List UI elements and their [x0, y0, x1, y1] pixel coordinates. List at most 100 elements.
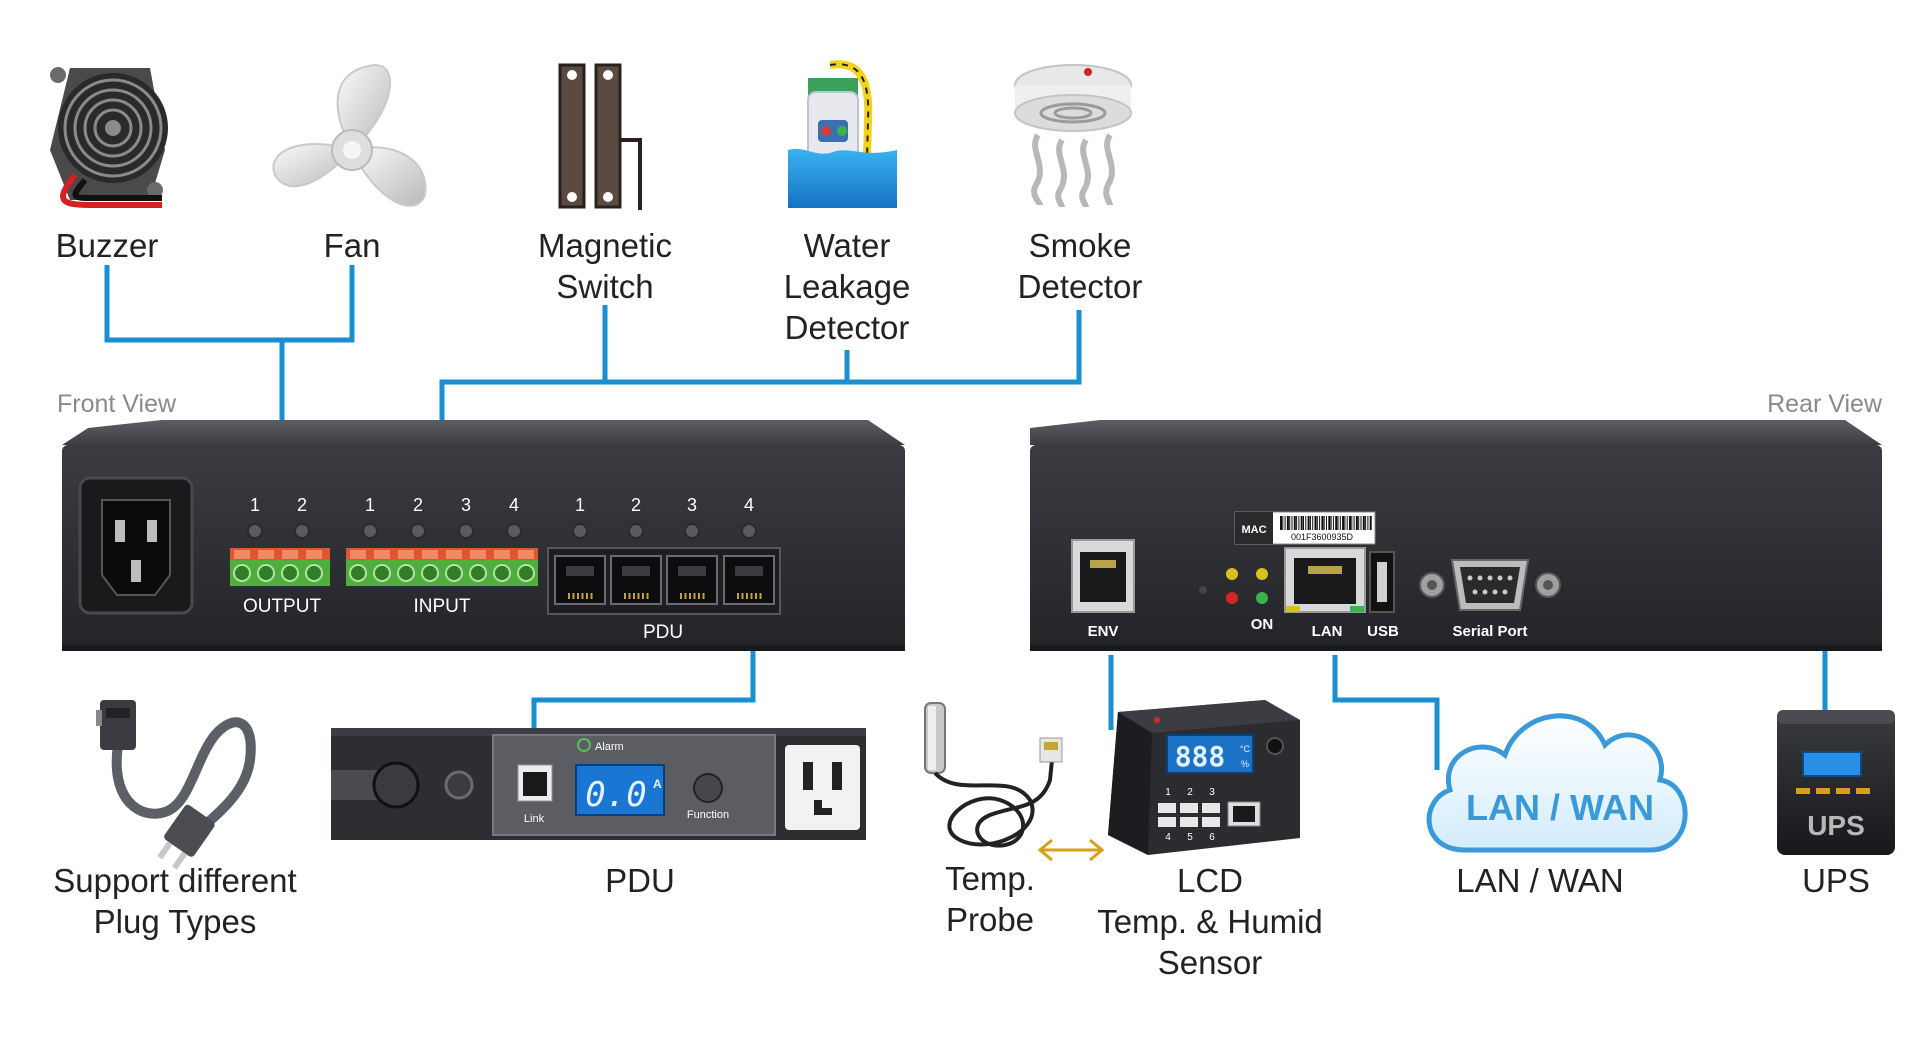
barcode-bar [1337, 516, 1339, 530]
input-number-led-2 [410, 523, 426, 539]
barcode-bar [1349, 516, 1351, 530]
barcode-bar [1314, 516, 1317, 530]
pdu-number-3: 3 [687, 495, 697, 515]
input-number-led-4 [506, 523, 522, 539]
barcode-bar [1346, 516, 1348, 530]
line-lan [1332, 655, 1440, 770]
pdu-function-label: Function [687, 809, 729, 821]
output-number-2: 2 [297, 495, 307, 515]
pdu-rj-pin [586, 593, 588, 599]
lcd-key-number-5: 5 [1187, 832, 1193, 843]
barcode-bar [1300, 516, 1303, 530]
pdu-rj-pin [581, 593, 584, 599]
water-leakage-icon [788, 60, 897, 208]
front-view-label: Front View [57, 390, 177, 418]
barcode-bar [1289, 516, 1291, 530]
terminal-screw [517, 564, 535, 582]
pdu-rj-pin [759, 593, 762, 599]
output-terminal-block [230, 548, 330, 586]
pdu-number-2: 2 [631, 495, 641, 515]
temp-probe-icon [924, 702, 1063, 848]
barcode-bar [1332, 516, 1334, 530]
serial-port [1419, 559, 1561, 611]
lan-label: LAN [1312, 623, 1343, 640]
serial-pin [1487, 575, 1493, 581]
bidirectional-arrow-icon [1037, 838, 1105, 862]
terminal-screw [469, 564, 487, 582]
pdu-rj-pin [689, 593, 691, 599]
pdu-display-unit: A [653, 777, 662, 791]
lcd-sensor-label: LCD Temp. & Humid Sensor [1097, 862, 1323, 981]
barcode-bar [1323, 516, 1325, 530]
pdu-display [575, 764, 665, 816]
serial-pin [1467, 575, 1473, 581]
pdu-rj-pin [624, 593, 626, 599]
input-label: INPUT [414, 596, 471, 617]
ups-icon: UPS [1777, 710, 1895, 855]
input-number-led-1 [362, 523, 378, 539]
terminal-tab [398, 550, 414, 559]
lcd-key-number-3: 3 [1209, 787, 1215, 798]
terminal-tab [422, 550, 438, 559]
terminal-screw [305, 564, 323, 582]
usb-label: USB [1367, 623, 1399, 640]
pdu-rj-clip [678, 566, 706, 576]
pdu-rj-pin [698, 593, 700, 599]
pdu-rj-pin [590, 593, 593, 599]
pdu-rj-pin [746, 593, 748, 599]
lcd-unit-humid: % [1241, 759, 1249, 769]
pdu-number-1: 1 [575, 495, 585, 515]
pdu-rj-port-4 [723, 555, 775, 605]
pdu-number-led-3 [684, 523, 700, 539]
input-number-3: 3 [461, 495, 471, 515]
ups-text: UPS [1807, 810, 1865, 841]
lcd-key [1180, 817, 1198, 827]
serial-pin [1472, 589, 1478, 595]
lcd-key [1180, 803, 1198, 813]
pdu-rj-pin [577, 593, 579, 599]
pdu-rj-pin [741, 593, 744, 599]
barcode-bar [1309, 516, 1311, 530]
fan-icon [272, 63, 427, 207]
pdu-rj-pin [693, 593, 696, 599]
pdu-function-button [693, 773, 723, 803]
barcode-bar [1307, 516, 1310, 530]
mac-sticker: MAC 001F3600935D [1234, 511, 1376, 545]
barcode-bar [1351, 516, 1353, 530]
buzzer-label: Buzzer [55, 227, 159, 264]
serial-port-label: Serial Port [1452, 623, 1527, 640]
pdu-rj-pin [737, 593, 739, 599]
pdu-number-led-4 [741, 523, 757, 539]
env-label: ENV [1088, 623, 1119, 640]
mac-value: 001F3600935D [1291, 532, 1354, 542]
pdu-rj-pin [702, 593, 705, 599]
pdu-label: PDU [605, 862, 675, 899]
cloud-text: LAN / WAN [1466, 787, 1654, 828]
barcode-bar [1342, 516, 1345, 530]
pdu-rj-pin [755, 593, 757, 599]
barcode-bar [1335, 516, 1338, 530]
plug-cable-icon [96, 700, 256, 870]
terminal-screw [373, 564, 391, 582]
pdu-rj-pin [628, 593, 631, 599]
lan-wan-label: LAN / WAN [1456, 862, 1624, 899]
terminal-screw [421, 564, 439, 582]
terminal-screw [281, 564, 299, 582]
plug-types-label: Support different Plug Types [53, 862, 297, 940]
barcode-bar [1339, 516, 1341, 530]
pdu-port-label: PDU [643, 622, 683, 643]
barcode-bar [1316, 516, 1318, 530]
terminal-tab [234, 550, 250, 559]
pdu-rj-pin [637, 593, 640, 599]
terminal-screw [397, 564, 415, 582]
serial-pin [1492, 589, 1498, 595]
lcd-key [1158, 817, 1176, 827]
barcode-bar [1326, 516, 1327, 530]
barcode-bar [1328, 516, 1331, 530]
terminal-screw [493, 564, 511, 582]
magnetic-switch-label: Magnetic Switch [538, 227, 672, 305]
barcode-bar [1321, 516, 1324, 530]
